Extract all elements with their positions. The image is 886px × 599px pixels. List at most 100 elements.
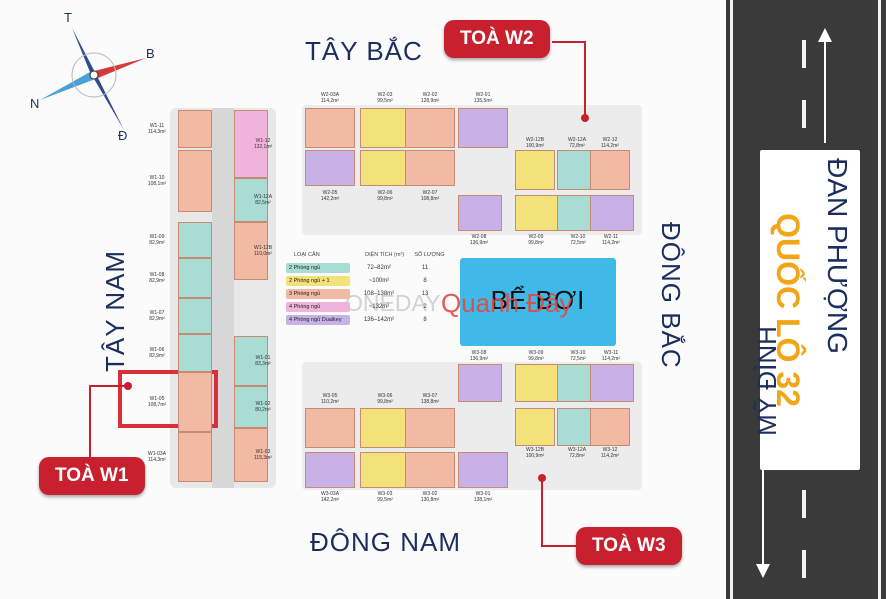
unit-area: 115,3m² xyxy=(254,455,272,461)
unit-area: 82,9m² xyxy=(149,353,165,359)
floor-unit xyxy=(405,452,455,488)
floor-unit xyxy=(515,408,555,446)
unit-area: 100,9m² xyxy=(525,453,545,459)
unit-area: 114,2m² xyxy=(602,240,620,246)
unit-code: W2-12B xyxy=(525,137,545,143)
unit-code: W1-08 xyxy=(149,272,165,278)
unit-code: W3-12A xyxy=(567,447,587,453)
legend-type: 4 Phòng ngủ Dualkey xyxy=(286,314,350,325)
unit-area: 82,9m² xyxy=(149,240,165,246)
floor-unit xyxy=(234,428,268,482)
floor-unit xyxy=(178,372,212,432)
unit-code: W2-01 xyxy=(475,92,491,98)
unit-area: 136,9m² xyxy=(469,356,489,362)
floor-unit xyxy=(305,108,355,148)
unit-area: 114,2m² xyxy=(601,453,619,459)
floor-unit xyxy=(515,150,555,190)
unit-code: W3-07 xyxy=(422,393,438,399)
floor-unit xyxy=(234,386,268,428)
floor-unit xyxy=(305,150,355,186)
lane-dash xyxy=(802,100,806,128)
floor-unit xyxy=(405,108,455,148)
floor-unit xyxy=(590,150,630,190)
unit-code: W2-05 xyxy=(322,190,338,196)
unit-area: 108,7m² xyxy=(147,402,167,408)
unit-code: W1-12B xyxy=(253,245,273,251)
swimming-pool xyxy=(460,258,616,346)
unit-code: W2-09 xyxy=(528,234,544,240)
unit-area: 82,9m² xyxy=(149,278,165,284)
unit-area: 142,2m² xyxy=(320,497,340,503)
unit-area: 99,5m² xyxy=(377,98,393,104)
unit-area: 99,5m² xyxy=(377,497,393,503)
unit-code: W1-10 xyxy=(149,175,165,181)
legend-area: ~100m² xyxy=(368,277,390,284)
unit-code: W3-08 xyxy=(471,350,487,356)
unit-area: 99,8m² xyxy=(377,196,393,202)
unit-code: W1-09 xyxy=(149,234,165,240)
unit-code: W1-12A xyxy=(253,194,273,200)
tower-w3-badge: TOÀ W3 xyxy=(576,527,682,565)
unit-code: W3-03A xyxy=(320,491,340,497)
legend-header-area: DIỆN TÍCH (m²) xyxy=(365,252,405,258)
compass-south: Đ xyxy=(118,128,128,143)
unit-code: W1-02 xyxy=(255,401,271,407)
unit-code: W2-10 xyxy=(570,234,586,240)
tower-w2-badge: TOÀ W2 xyxy=(444,20,550,58)
unit-area: 99,8m² xyxy=(377,399,393,405)
unit-code: W2-06 xyxy=(377,190,393,196)
unit-area: 132,1m² xyxy=(253,144,273,150)
floor-unit xyxy=(590,364,634,402)
arrow-down-icon xyxy=(756,462,770,578)
unit-code: W3-12 xyxy=(602,447,618,453)
legend-header-count: SỐ LƯỢNG xyxy=(414,252,445,258)
compass-east: B xyxy=(146,46,155,61)
floor-unit xyxy=(234,222,268,280)
unit-area: 72,8m² xyxy=(569,143,585,149)
pool-label: BỂ BƠI xyxy=(490,285,586,315)
unit-area: 110,2m² xyxy=(321,399,339,405)
unit-area: 114,3m² xyxy=(148,457,166,463)
unit-code: W2-12 xyxy=(602,137,618,143)
compass-icon xyxy=(40,28,146,130)
unit-area: 99,8m² xyxy=(528,240,544,246)
unit-code: W3-06 xyxy=(377,393,393,399)
floor-unit xyxy=(178,222,212,258)
unit-code: W2-02 xyxy=(422,92,438,98)
unit-area: 83,3m² xyxy=(255,361,271,367)
floor-unit xyxy=(458,195,502,231)
unit-area: 100,9m² xyxy=(525,143,545,149)
legend-type: 4 Phòng ngủ xyxy=(286,301,350,312)
unit-area: 130,8m² xyxy=(420,497,440,503)
watermark-quanhday: Quanh Đây xyxy=(441,288,573,318)
legend-type: 2 Phòng ngủ xyxy=(286,262,350,273)
unit-code: W1-06 xyxy=(149,347,165,353)
floor-unit xyxy=(590,408,630,446)
legend-count: 8 xyxy=(423,277,427,284)
unit-code: W2-07 xyxy=(422,190,438,196)
